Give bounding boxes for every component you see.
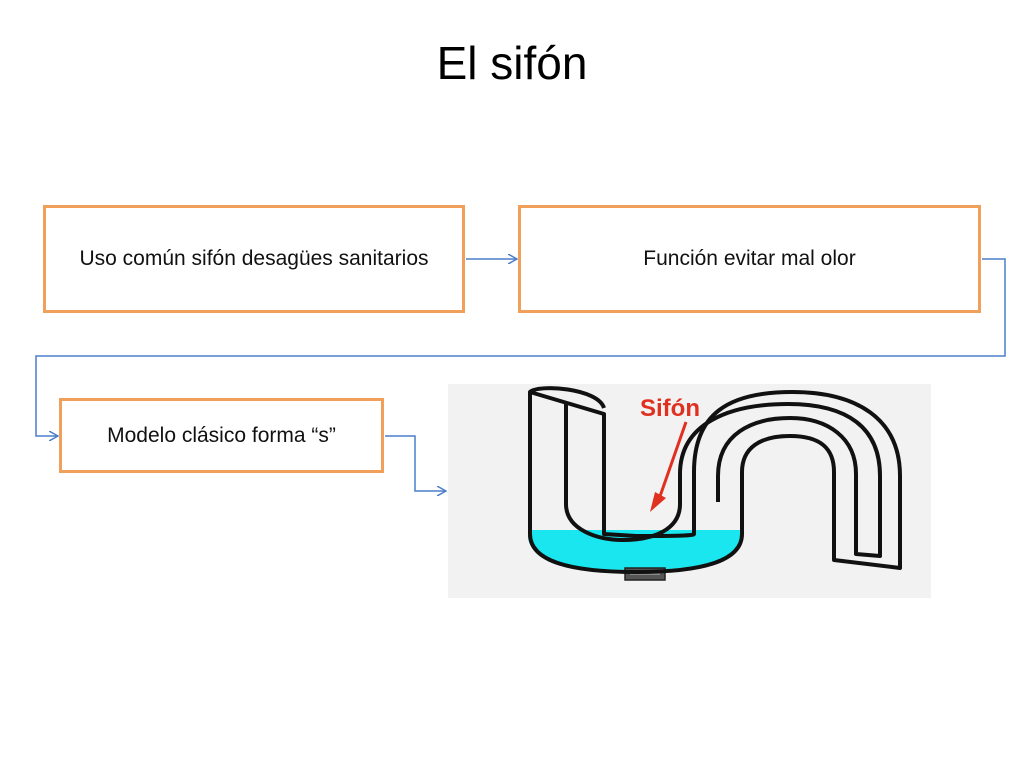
node-label: Uso común sifón desagües sanitarios: [79, 247, 429, 270]
node-label: Función evitar mal olor: [643, 247, 856, 270]
node-uso-comun: Uso común sifón desagües sanitarios: [43, 205, 465, 313]
connector-box2-box3: [35, 258, 1006, 436]
siphon-pipe-icon: Sifón: [528, 386, 902, 581]
connector-box3-illustration: [385, 435, 446, 491]
node-label: Modelo clásico forma “s”: [107, 423, 336, 447]
siphon-illustration: Sifón: [448, 384, 931, 598]
node-funcion: Función evitar mal olor: [518, 205, 981, 313]
siphon-label: Sifón: [640, 395, 700, 422]
node-modelo-clasico: Modelo clásico forma “s”: [59, 398, 384, 473]
slide-title: El sifón: [436, 37, 588, 89]
water-fill: [528, 530, 743, 570]
